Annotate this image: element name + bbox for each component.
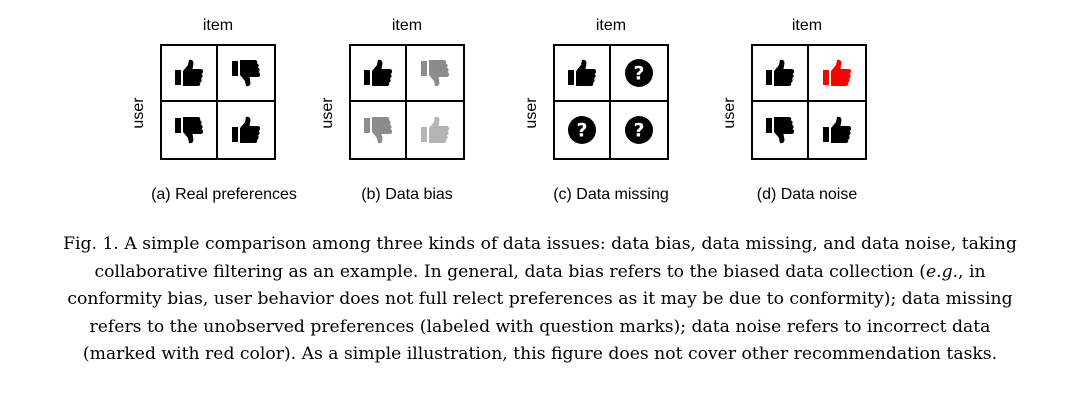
svg-text:?: ?: [576, 120, 587, 142]
item-axis-label: item: [595, 17, 627, 34]
matrix-cell: [809, 102, 865, 158]
item-axis-label: item: [391, 17, 423, 34]
question-mark-icon: ?: [568, 116, 596, 144]
thumbs-up-icon: [232, 116, 261, 143]
matrix-cell: [753, 46, 809, 102]
matrix-cell: [218, 102, 274, 158]
figure-caption-line: Fig. 1. A simple comparison among three …: [63, 234, 1017, 254]
thumbs-up-icon: [175, 59, 204, 86]
matrix-cell: [351, 102, 407, 158]
item-axis-label: item: [202, 17, 234, 34]
figure-caption-emphasis: e.g.: [925, 261, 959, 282]
matrix-cell: ?: [611, 102, 667, 158]
subfigure-caption: (d) Data noise: [756, 186, 858, 203]
item-axis-label: item: [791, 17, 823, 34]
figure-caption-line: collaborative filtering as an example. I…: [10, 259, 1070, 287]
matrix-cell: [753, 102, 809, 158]
preference-matrix: [751, 44, 867, 160]
figure-caption-line: conformity bias, user behavior does not …: [67, 289, 1013, 310]
question-mark-icon: ?: [625, 59, 653, 87]
preference-matrix: [349, 44, 465, 160]
svg-text:?: ?: [633, 63, 644, 85]
thumbs-down-icon: [421, 60, 450, 87]
matrix-cell: ?: [611, 46, 667, 102]
matrix-cell: ?: [555, 102, 611, 158]
matrix-cell: [162, 102, 218, 158]
thumbs-up-icon: [823, 59, 852, 86]
panel-real-preferences: item user (a) Real preferences: [108, 0, 328, 215]
thumbs-up-icon: [364, 59, 393, 86]
figure-caption: Fig. 1. A simple comparison among three …: [10, 231, 1070, 369]
subfigure-caption: (c) Data missing: [553, 186, 669, 203]
matrix-cell: [407, 102, 463, 158]
matrix-cell: [407, 46, 463, 102]
figure-caption-text: , in: [958, 261, 986, 282]
thumbs-up-icon: [421, 116, 450, 143]
user-axis-label: user: [523, 97, 540, 129]
figure-caption-text: collaborative filtering as an example. I…: [94, 261, 926, 282]
user-axis-label: user: [721, 97, 738, 129]
figure-caption-line: refers to the unobserved preferences (la…: [89, 316, 991, 337]
matrix-cell: [162, 46, 218, 102]
preference-matrix: ? ? ?: [553, 44, 669, 160]
thumbs-down-icon: [175, 117, 204, 144]
question-mark-icon: ?: [625, 116, 653, 144]
thumbs-down-icon: [232, 60, 261, 87]
thumbs-down-icon: [766, 117, 795, 144]
user-axis-label: user: [319, 97, 336, 129]
figure-caption-line: (marked with red color). As a simple ill…: [82, 344, 998, 365]
subfigure-caption: (b) Data bias: [361, 186, 453, 203]
thumbs-up-icon: [568, 59, 597, 86]
panel-data-missing: item user ? ? ? (c) Data missing: [501, 0, 721, 215]
preference-matrix: [160, 44, 276, 160]
user-axis-label: user: [130, 97, 147, 129]
svg-text:?: ?: [633, 120, 644, 142]
matrix-cell: [218, 46, 274, 102]
thumbs-up-icon: [823, 116, 852, 143]
matrix-cell: [555, 46, 611, 102]
matrix-cell: [351, 46, 407, 102]
panel-data-noise: item user (d) Data noise: [697, 0, 917, 215]
thumbs-up-icon: [766, 59, 795, 86]
thumbs-down-icon: [364, 117, 393, 144]
matrix-cell: [809, 46, 865, 102]
panel-data-bias: item user (b) Data bias: [297, 0, 517, 215]
subfigure-caption: (a) Real preferences: [151, 186, 297, 203]
